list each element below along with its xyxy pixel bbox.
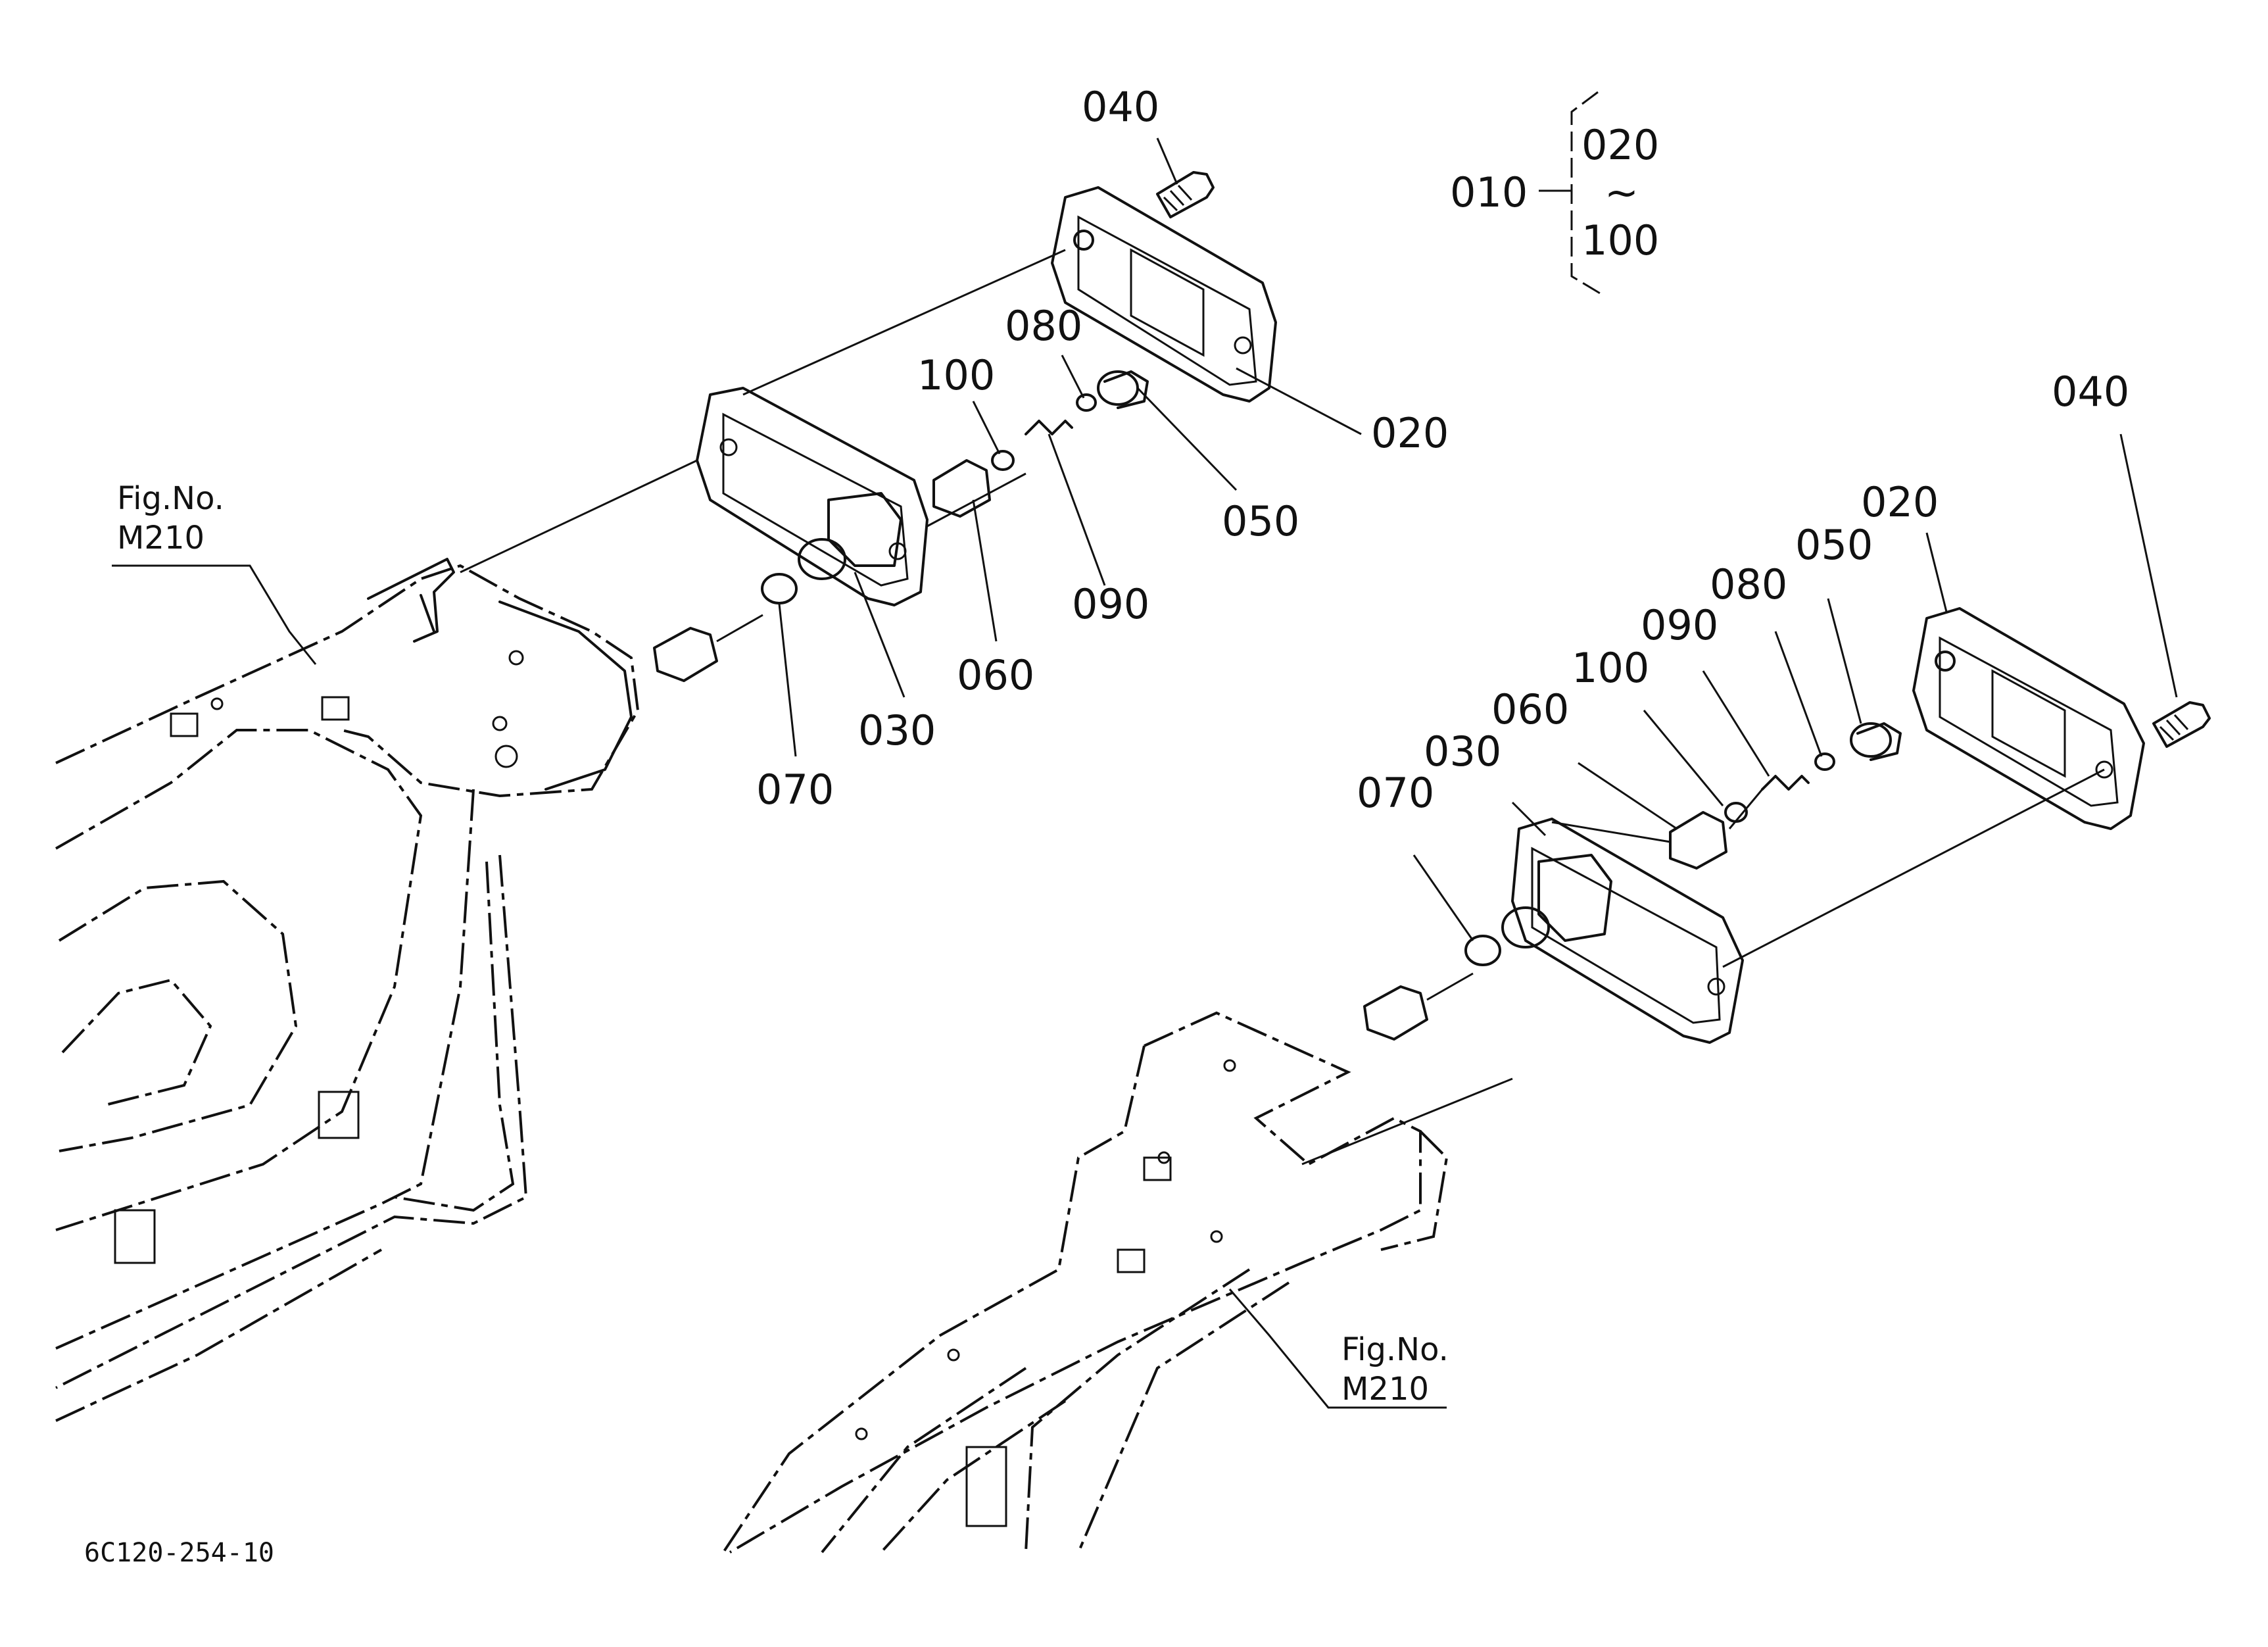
callout-left-070: 070 <box>756 766 834 814</box>
assembly-range-start: 020 <box>1581 121 1660 169</box>
callout-left-030: 030 <box>858 706 936 754</box>
drawing-code: 6C120-254-10 <box>84 1538 274 1568</box>
callout-left-040: 040 <box>1082 83 1160 131</box>
right-lamp-assembly <box>1363 607 2211 1044</box>
right-fender-frame <box>722 1011 1513 1554</box>
callout-right-070: 070 <box>1357 769 1435 817</box>
left-lamp-assembly <box>460 171 1277 682</box>
callout-right-040: 040 <box>2052 368 2130 416</box>
figure-reference-right-line1: Fig.No. <box>1341 1331 1449 1368</box>
figure-reference-left: Fig.No. M210 <box>117 479 224 558</box>
callout-right-020: 020 <box>1861 478 1939 526</box>
assembly-parent-label: 010 <box>1450 168 1528 216</box>
figure-reference-left-line2: M210 <box>117 520 205 556</box>
callout-right-080: 080 <box>1710 560 1788 608</box>
callout-left-060: 060 <box>957 651 1035 699</box>
callout-left-100: 100 <box>917 351 996 399</box>
callout-left-080: 080 <box>1005 302 1083 350</box>
callout-leaders <box>112 91 2178 1409</box>
callout-left-090: 090 <box>1072 580 1150 628</box>
callout-right-090: 090 <box>1641 601 1719 649</box>
left-fender-frame <box>55 558 640 1422</box>
callout-right-030: 030 <box>1424 727 1502 775</box>
figure-reference-right-line2: M210 <box>1341 1371 1430 1408</box>
callout-right-050: 050 <box>1795 521 1873 569</box>
assembly-range-tilde: ~ <box>1604 168 1639 216</box>
callout-right-100: 100 <box>1572 644 1650 692</box>
figure-reference-left-line1: Fig.No. <box>117 480 224 517</box>
figure-reference-right: Fig.No. M210 <box>1341 1330 1449 1409</box>
callout-right-060: 060 <box>1491 685 1570 733</box>
assembly-range-end: 100 <box>1581 216 1660 264</box>
callout-left-020: 020 <box>1371 409 1449 457</box>
callout-left-050: 050 <box>1222 497 1300 545</box>
